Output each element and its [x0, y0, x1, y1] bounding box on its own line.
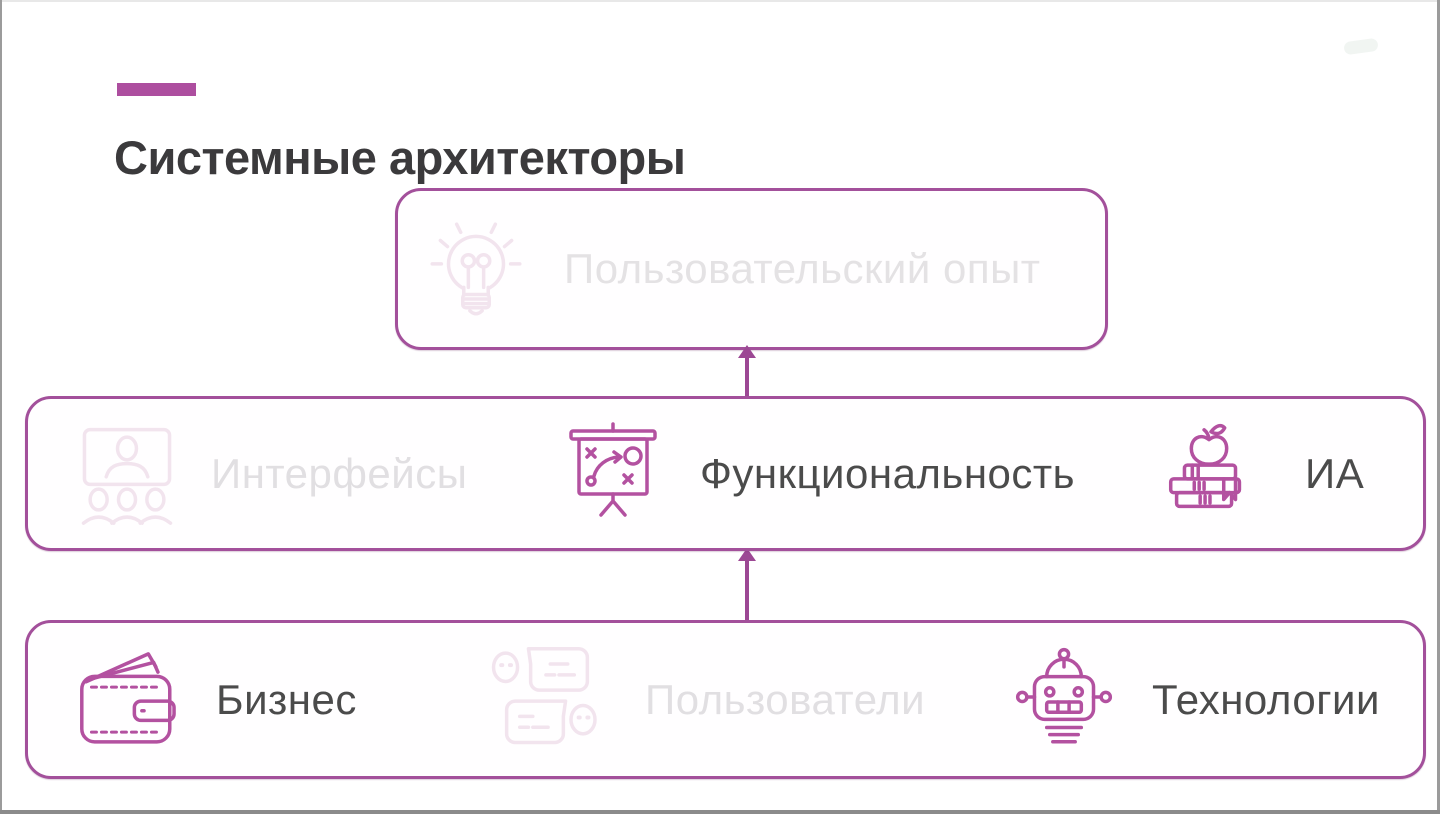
robot-icon	[1008, 644, 1120, 756]
item-label-ia: ИА	[1305, 449, 1365, 497]
item-label-functionality: Функциональность	[700, 449, 1075, 497]
lightbulb-idea-icon	[420, 213, 532, 325]
books-apple-icon	[1155, 420, 1263, 528]
diagram-item-interfaces: Интерфейсы	[75, 399, 467, 548]
title-accent-bar	[117, 83, 196, 96]
diagram-item-functionality: Функциональность	[558, 399, 1075, 548]
watermark	[1343, 37, 1379, 56]
arrow-head-icon	[738, 345, 756, 358]
frame-edge-top	[0, 0, 1440, 2]
diagram-item-users: Пользователи	[487, 623, 925, 776]
frame-edge-right	[1437, 0, 1440, 814]
diagram-item-ia: ИА	[1155, 399, 1364, 548]
presentation-audience-icon	[75, 422, 179, 526]
frame-edge-bottom	[0, 810, 1440, 814]
item-label-technology: Технологии	[1152, 675, 1380, 723]
page-title: Системные архитекторы	[114, 131, 686, 185]
box-product-level: Интерфейсы Функциональность	[25, 396, 1426, 551]
item-label-interfaces: Интерфейсы	[211, 449, 468, 497]
box-foundation-level: Бизнес Пользователи Технологии	[25, 620, 1426, 779]
strategy-board-icon	[558, 419, 668, 529]
chat-users-icon	[487, 640, 607, 760]
arrow-line	[745, 559, 749, 620]
diagram-item-business: Бизнес	[70, 623, 357, 776]
arrow-product-to-experience	[737, 345, 757, 396]
arrow-foundation-to-product	[737, 548, 757, 620]
diagram-item-technology: Технологии	[1008, 623, 1380, 776]
item-label-users: Пользователи	[645, 675, 926, 723]
arrow-line	[745, 356, 749, 396]
box-user-experience: Пользовательский опыт	[395, 188, 1108, 350]
frame-edge-left	[0, 0, 2, 814]
item-label-user-experience: Пользовательский опыт	[564, 245, 1041, 292]
diagram-item-user-experience: Пользовательский опыт	[420, 191, 1041, 347]
item-label-business: Бизнес	[216, 675, 357, 723]
arrow-head-icon	[738, 548, 756, 561]
wallet-icon	[70, 641, 188, 759]
